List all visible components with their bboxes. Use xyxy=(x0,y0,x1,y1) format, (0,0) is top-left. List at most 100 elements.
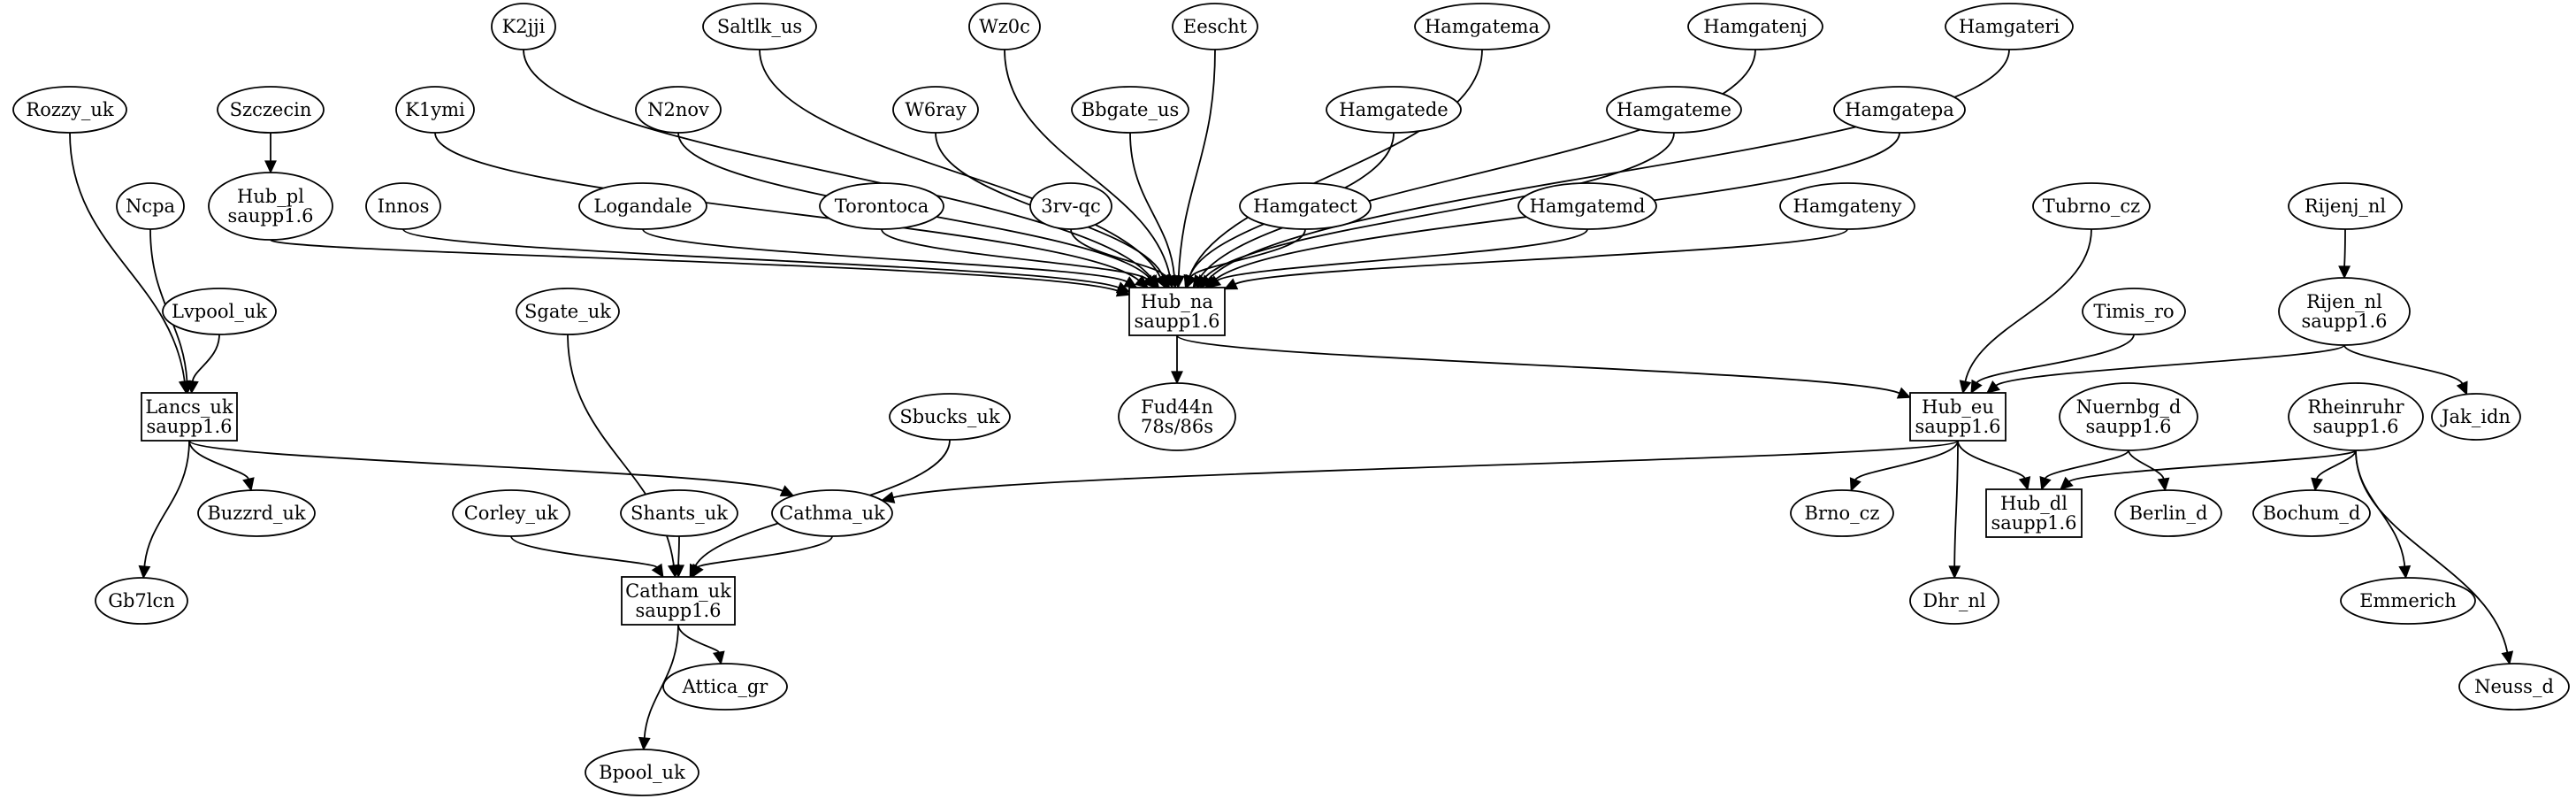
node-label: Fud44n xyxy=(1141,396,1213,418)
node-ellipse xyxy=(197,489,316,537)
edge-hamgatemd-to-hub-na xyxy=(1206,228,1588,288)
node-label: Hub_pl xyxy=(237,186,304,207)
node-ellipse xyxy=(1172,3,1258,50)
edge-line xyxy=(1854,440,1959,480)
arrowhead xyxy=(1223,278,1239,290)
arrowhead xyxy=(138,565,151,580)
arrowhead xyxy=(692,563,704,579)
arrowhead xyxy=(2157,477,2170,492)
node-ellipse xyxy=(491,3,556,50)
node-label: Ncpa xyxy=(126,196,175,217)
node-innos: Innos xyxy=(365,182,441,230)
node-eescht: Eescht xyxy=(1172,3,1258,50)
node-timis-ro: Timis_ro xyxy=(2082,288,2186,335)
node-szczecin: Szczecin xyxy=(217,86,325,134)
edge-wz0c-to-hub-na xyxy=(1004,49,1176,289)
node-ellipse xyxy=(2288,382,2424,451)
node-label: Lancs_uk xyxy=(145,396,233,418)
edge-line xyxy=(2045,449,2129,480)
node-label: Neuss_d xyxy=(2474,676,2554,697)
node-label: Hamgatect xyxy=(1253,196,1357,217)
node-ellipse xyxy=(2340,577,2476,625)
node-label: Bbgate_us xyxy=(1082,99,1180,120)
arrowhead xyxy=(2039,475,2052,491)
edge-line xyxy=(1177,49,1216,277)
node-ellipse xyxy=(95,577,188,625)
node-label: Hamgatema xyxy=(1425,16,1540,37)
edge-line xyxy=(402,228,1120,288)
node-box xyxy=(1128,287,1226,336)
arrowhead xyxy=(1948,565,1961,580)
edge-line xyxy=(1216,228,1588,281)
node-dhr-nl: Dhr_nl xyxy=(1909,577,1999,625)
arrowhead xyxy=(881,491,896,503)
edge-line xyxy=(1190,228,1306,278)
node-ellipse xyxy=(662,663,788,711)
edge-line xyxy=(2355,449,2509,653)
edge-rozzy-uk-to-lancs-uk xyxy=(69,132,191,395)
node-ellipse xyxy=(2082,288,2186,335)
node-hamgatede: Hamgatede xyxy=(1326,86,1462,134)
node-sublabel: saupp1.6 xyxy=(146,416,232,437)
node-label: Rijen_nl xyxy=(2306,291,2382,312)
node-ellipse xyxy=(1239,182,1372,230)
arrowhead xyxy=(1115,281,1131,294)
node-sublabel: saupp1.6 xyxy=(2085,416,2171,437)
node-sublabel: saupp1.6 xyxy=(2312,416,2398,437)
node-box xyxy=(1909,392,2007,442)
edge-line xyxy=(1207,49,2010,280)
arrowhead xyxy=(1123,276,1138,288)
arrowhead xyxy=(2456,380,2468,396)
edge-line xyxy=(677,535,680,566)
edge-bbgate-us-to-hub-na xyxy=(1129,132,1181,289)
node-sublabel: saupp1.6 xyxy=(227,205,313,227)
edge-hub-eu-to-brno-cz xyxy=(1849,440,1959,492)
node-lvpool-uk: Lvpool_uk xyxy=(162,288,277,335)
arrowhead xyxy=(1849,477,1861,492)
node-ellipse xyxy=(889,393,1011,441)
node-ellipse xyxy=(1517,182,1657,230)
arrowhead xyxy=(779,485,795,496)
node-ellipse xyxy=(702,3,817,50)
node-label: Dhr_nl xyxy=(1922,590,1985,611)
node-ellipse xyxy=(516,288,620,335)
arrowhead xyxy=(2501,650,2514,665)
edge-lancs-uk-to-gb7lcn xyxy=(138,440,190,580)
arrowhead xyxy=(1167,274,1181,289)
edge-line xyxy=(2343,344,2464,385)
node-berlin-d: Berlin_d xyxy=(2114,489,2222,537)
node-hamgatema: Hamgatema xyxy=(1414,3,1550,50)
node-tubrno-cz: Tubrno_cz xyxy=(2032,182,2151,230)
node-shants-uk: Shants_uk xyxy=(620,489,738,537)
node-ellipse xyxy=(1029,182,1112,230)
arrowhead xyxy=(638,736,651,751)
edge-nuernbg-d-to-berlin-d xyxy=(2128,449,2170,492)
node-n2nov: N2nov xyxy=(635,86,722,134)
node-brno-cz: Brno_cz xyxy=(1790,489,1894,537)
edge-line xyxy=(69,132,186,382)
node-label: Hub_dl xyxy=(2000,493,2068,514)
node-hamgateny: Hamgateny xyxy=(1779,182,1915,230)
edge-cathma-uk-to-catham-uk xyxy=(692,535,833,579)
node-label: K1ymi xyxy=(405,99,465,120)
node-hamgatect: Hamgatect xyxy=(1239,182,1372,230)
node-label: Hamgateri xyxy=(1959,16,2060,37)
edge-line xyxy=(643,624,679,739)
node-jak-idn: Jak_idn xyxy=(2431,393,2521,441)
edge-line xyxy=(2068,449,2357,483)
edge-torontoca-to-hub-na xyxy=(881,228,1156,289)
node-sublabel: saupp1.6 xyxy=(1134,311,1219,332)
node-ellipse xyxy=(1414,3,1550,50)
node-label: Hamgatemd xyxy=(1530,196,1646,217)
edge-line xyxy=(510,535,658,568)
node-ellipse xyxy=(1118,382,1236,451)
arrowhead xyxy=(712,650,725,665)
node-label: Gb7lcn xyxy=(108,590,175,611)
node-label: Wz0c xyxy=(979,16,1030,37)
node-label: Torontoca xyxy=(835,196,929,217)
node-logandale: Logandale xyxy=(578,182,707,230)
node-box xyxy=(1985,488,2083,538)
node-ncpa: Ncpa xyxy=(116,182,185,230)
arrowhead xyxy=(242,477,255,492)
